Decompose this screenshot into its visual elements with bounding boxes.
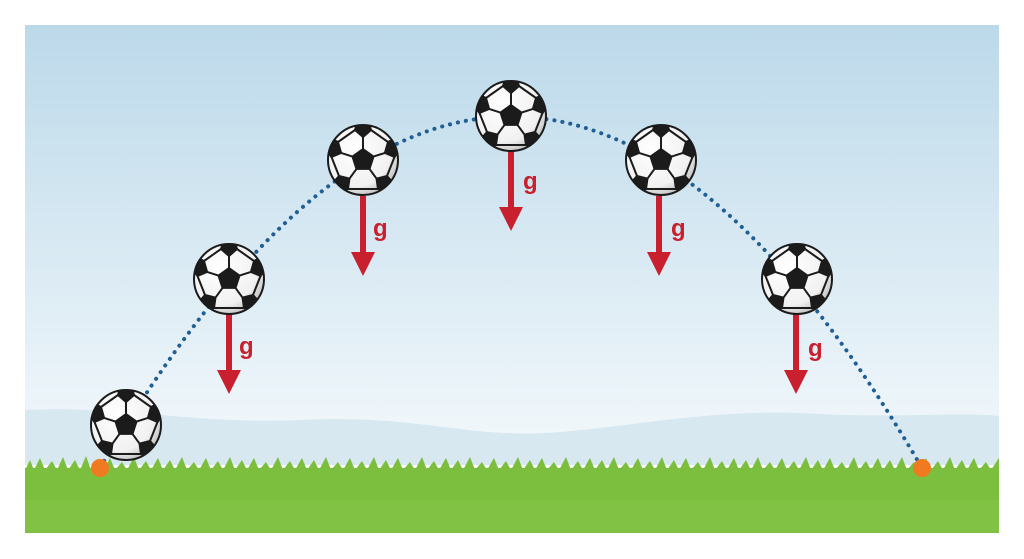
gravity-label: g [671, 215, 686, 242]
gravity-label: g [239, 333, 254, 360]
gravity-arrow-2: g [351, 196, 388, 276]
distant-hills [25, 409, 999, 465]
grass-blades [25, 456, 999, 472]
gravity-label: g [808, 335, 823, 362]
gravity-arrow-5: g [784, 314, 823, 394]
launch-point-marker [91, 459, 109, 477]
gravity-arrow-3: g [499, 151, 538, 231]
gravity-label: g [523, 168, 538, 195]
gravity-arrow-4: g [647, 196, 686, 276]
landing-point-marker [913, 459, 931, 477]
gravity-arrow-1: g [217, 314, 254, 394]
gravity-label: g [373, 215, 388, 242]
